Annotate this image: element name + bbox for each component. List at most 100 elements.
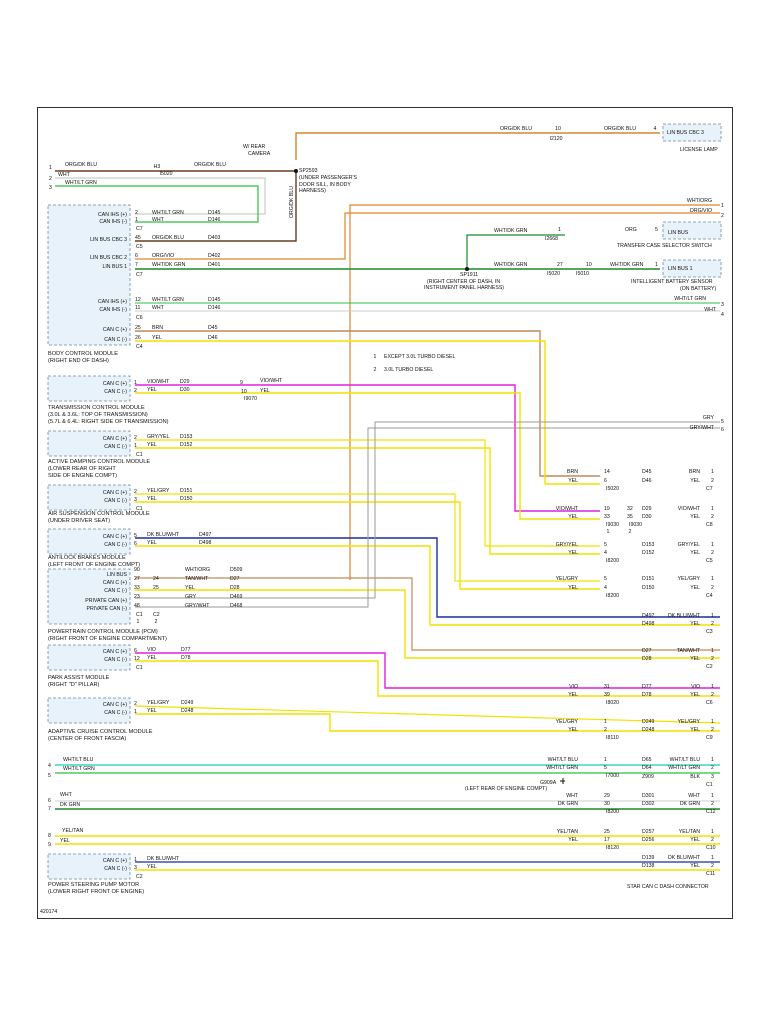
wire-abs-yel	[135, 545, 720, 626]
circuit-id: D146	[208, 305, 221, 311]
tcm-title: TRANSMISSION CONTROL MODULE	[48, 405, 145, 411]
wire-color-label: WHT/LT GRN	[674, 296, 706, 302]
pam-title: PARK ASSIST MODULE	[48, 675, 110, 681]
wire-color-label: ORG/DK BLU	[65, 162, 97, 168]
ground-label: G909A	[540, 780, 557, 786]
figure-id: 420174	[40, 909, 57, 915]
can-plus-label: CAN C (+)	[103, 649, 127, 655]
splice-desc: (RIGHT CENTER OF DASH, IN	[427, 279, 500, 285]
wire-color-label: YEL	[568, 514, 578, 520]
wire-color-label: YEL	[690, 863, 700, 869]
can-plus-label: CAN C (+)	[103, 490, 127, 496]
wire-color-label: WHT	[58, 172, 71, 178]
circuit-id: D256	[642, 837, 655, 843]
connector-id: C6	[136, 315, 143, 321]
license-lamp-label: LICENSE LAMP	[680, 147, 718, 153]
circuit-id: D45	[642, 469, 652, 475]
wire-color-label: YEL/TAN	[679, 829, 700, 835]
connector-id: I2668	[545, 236, 558, 242]
wire-color-label: DK GRN	[60, 802, 80, 808]
circuit-id: D497	[199, 532, 212, 538]
can-minus-label: CAN C (-)	[104, 657, 127, 663]
circuit-id: D150	[642, 585, 655, 591]
wire-color-label: YEL	[690, 656, 700, 662]
abs-title: (LEFT FRONT OF ENGINE COMPT)	[48, 562, 140, 568]
note-marker: 2	[629, 529, 632, 535]
pin-number: 1	[711, 613, 714, 619]
pin-number: 10	[241, 389, 247, 395]
wire-color-label: ORG/DK BLU	[289, 186, 295, 218]
pin-number: 2	[135, 210, 138, 216]
connector-id: C2	[136, 874, 143, 880]
connector-id: I8120	[606, 845, 619, 851]
circuit-id: D248	[181, 708, 194, 714]
pin-number: 2	[711, 514, 714, 520]
pin-number: 4	[604, 550, 607, 556]
pin-number: 5	[604, 576, 607, 582]
wire-color-label: WHT	[566, 793, 579, 799]
ibs-label: (ON BATTERY)	[680, 286, 716, 292]
wire-color-label: BRN	[689, 469, 700, 475]
connector-id: I8200	[606, 809, 619, 815]
circuit-id: D29	[180, 379, 190, 385]
connector-id: C12	[706, 809, 716, 815]
pin-number: 17	[604, 837, 610, 843]
pin-number: 39	[604, 692, 610, 698]
wire-ascm-yel	[135, 501, 600, 590]
pcm-pin-label: CAN C (-)	[104, 588, 127, 594]
circuit-id: D27	[230, 576, 240, 582]
pin-number: 1	[711, 719, 714, 725]
circuit-id: D30	[180, 387, 190, 393]
circuit-id: D469	[230, 594, 243, 600]
adcm-title: ACTIVE DAMPING CONTROL MODULE	[48, 459, 150, 465]
wire-color-label: WHT/DK GRN	[610, 262, 644, 268]
wire-pam-yel	[135, 660, 720, 697]
connector-id: C4	[706, 593, 713, 599]
wire-color-label: DK BLU/WHT	[668, 613, 701, 619]
bcm-box	[47, 204, 131, 346]
wire-wht-left	[55, 177, 266, 215]
connector-id: I8020	[606, 700, 619, 706]
wire-color-label: GRY/YEL	[678, 542, 701, 548]
wire-lin-cbc3	[295, 132, 660, 160]
wire-color-label: ORG/DK BLU	[500, 126, 532, 132]
circuit-id: D249	[642, 719, 655, 725]
circuit-id: D302	[642, 801, 655, 807]
pin-number: 5	[604, 765, 607, 771]
wire-color-label: YEL	[147, 387, 157, 393]
wire-color-label: WHT	[152, 305, 165, 311]
circuit-id: D145	[208, 210, 221, 216]
wire-color-label: YEL	[147, 655, 157, 661]
wire-color-label: DK GRN	[558, 801, 578, 807]
connector-id: C11	[706, 871, 715, 877]
connector-id: I5020	[547, 271, 560, 277]
connector-id: C1	[706, 782, 713, 788]
wire-color-label: WHT/LT BLU	[670, 757, 701, 763]
pin-number: 2	[711, 585, 714, 591]
wire-color-label: GRY	[185, 594, 197, 600]
bcm-pin-label: CAN IHS (+)	[98, 299, 127, 305]
wire-color-label: DK BLU/WHT	[147, 856, 180, 862]
pin-number: 7	[135, 262, 138, 268]
pin-number: 1	[49, 165, 52, 171]
connector-id: C2	[153, 612, 160, 618]
bcm-pin-label: LIN BUS CBC 3	[90, 237, 127, 243]
pin-number: 33	[604, 514, 610, 520]
accm-box	[47, 697, 131, 724]
pin-number: 26	[135, 335, 141, 341]
can-plus-label: CAN C (+)	[103, 702, 127, 708]
pin-number: 4	[48, 763, 51, 769]
pin-number: 4	[721, 312, 724, 318]
wire-color-label: VIO/WHT	[147, 379, 170, 385]
pin-number: 5	[48, 773, 51, 779]
connector-id: C4	[136, 344, 143, 350]
wire-color-label: GRY/WHT	[690, 425, 715, 431]
lin-bus1-label: LIN BUS 1	[668, 266, 693, 272]
pin-number: 5	[721, 419, 724, 425]
pin-number: 2	[711, 621, 714, 627]
circuit-id: D46	[642, 478, 652, 484]
pcm-title: (RIGHT FRONT OF ENGINE COMPARTMENT)	[48, 636, 167, 642]
wire-color-label: YEL/GRY	[556, 719, 579, 725]
wire-color-label: YEL	[690, 478, 700, 484]
lin-bus-cbc3-label: LIN BUS CBC 3	[667, 130, 704, 136]
